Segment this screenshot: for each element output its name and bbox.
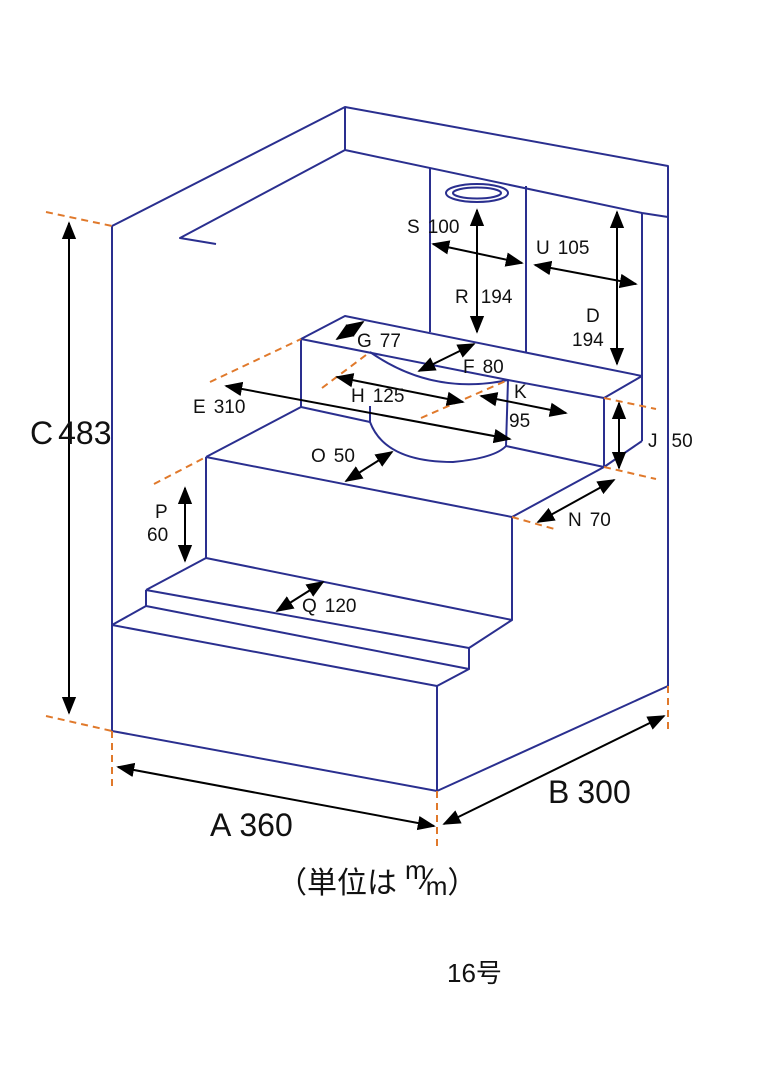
label-d-value: 194 — [572, 330, 604, 351]
arrow-k — [479, 392, 568, 417]
bottom-block-top — [111, 605, 470, 687]
ext-c-bottom — [45, 715, 113, 732]
ledge-right-side-edge — [505, 440, 643, 468]
arrow-f — [417, 343, 476, 372]
ext-j-bottom — [603, 466, 657, 480]
left-wall-inner-edge — [179, 149, 346, 245]
label-d-letter: D — [586, 306, 600, 327]
drain-outlet-ring — [445, 183, 509, 203]
arrow-u — [533, 260, 638, 289]
label-k-letter: K — [514, 382, 527, 403]
ext-h-left — [321, 351, 371, 389]
label-k-value: 95 — [509, 411, 530, 432]
small-step-top — [145, 557, 513, 649]
back-wall-top-edge — [111, 106, 669, 227]
arrow-n — [536, 479, 616, 523]
extension-lines — [45, 211, 669, 848]
tub-outline — [111, 106, 669, 792]
arrow-b — [442, 715, 666, 825]
dimension-arrows — [61, 208, 666, 831]
arrow-a — [116, 762, 436, 831]
middle-step-top — [205, 406, 605, 518]
label-p-letter: P — [155, 502, 168, 523]
ext-c-top — [45, 211, 113, 227]
ext-n-front — [511, 516, 559, 531]
drain-outlet-inner — [452, 186, 502, 200]
arrow-q — [275, 581, 325, 612]
model-label: 16号 — [447, 958, 502, 988]
ext-e-left — [209, 338, 302, 383]
arrow-e — [224, 381, 512, 444]
ext-p-top — [153, 456, 207, 485]
label-p-value: 60 — [147, 525, 168, 546]
arrow-o — [344, 451, 394, 482]
upper-ledge — [300, 315, 643, 399]
arrow-g — [335, 321, 365, 340]
ext-j-top — [603, 397, 657, 410]
ledge-side-edge — [300, 406, 371, 423]
